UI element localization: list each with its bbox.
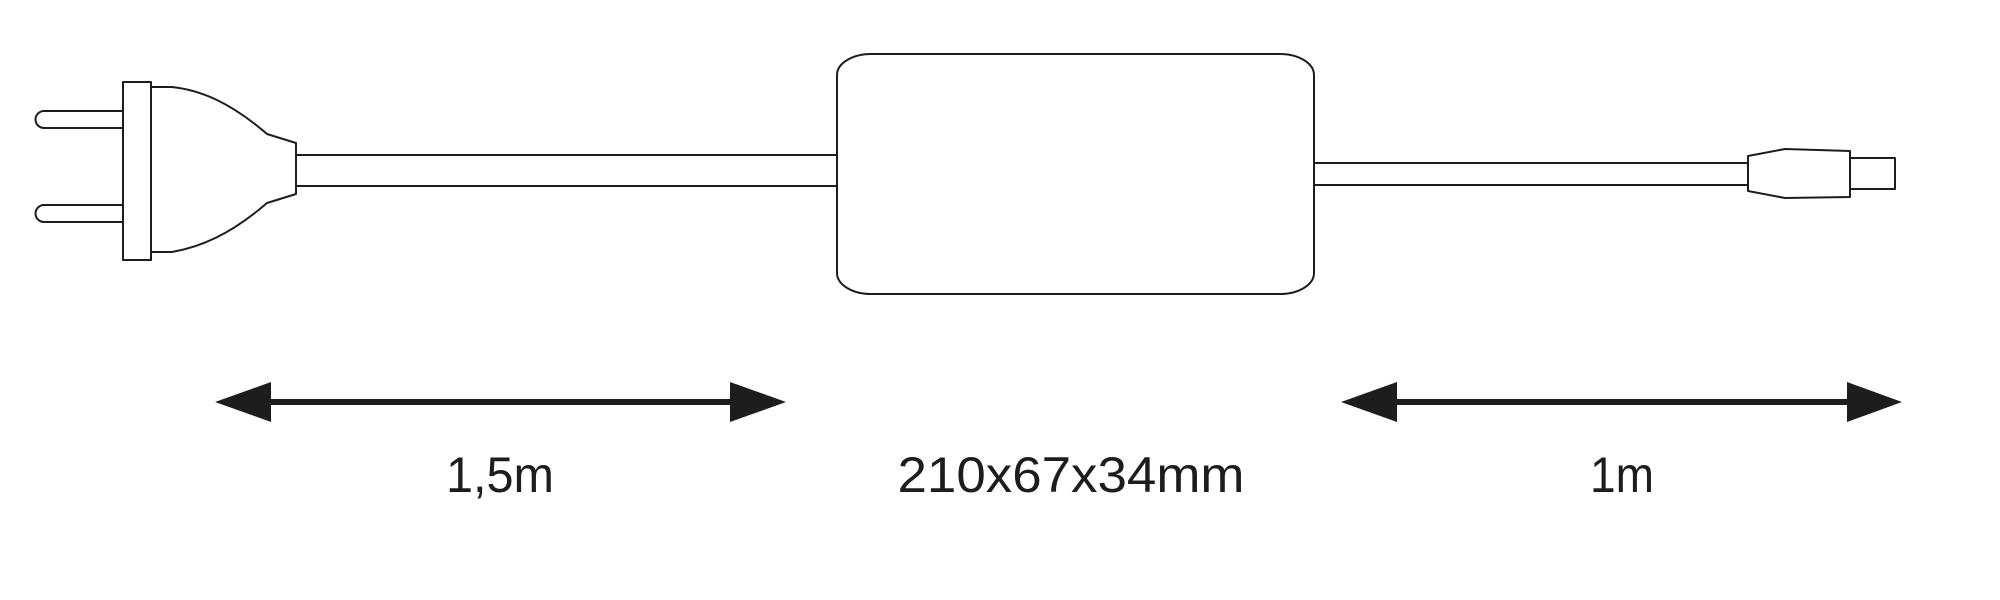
output-cable-length-label: 1m bbox=[1590, 447, 1654, 503]
power-supply-housing bbox=[836, 53, 1315, 295]
connector-tip bbox=[1849, 157, 1896, 190]
plug-body bbox=[150, 86, 297, 253]
connector-body bbox=[1747, 148, 1851, 199]
output-cable bbox=[1313, 162, 1749, 186]
euro-plug-icon bbox=[34, 81, 297, 261]
dc-connector-icon bbox=[1747, 148, 1896, 199]
arrow-shaft bbox=[1390, 399, 1854, 405]
plug-prong-top bbox=[34, 110, 124, 129]
arrow-shaft bbox=[265, 399, 735, 405]
housing-dimensions-label: 210x67x34mm bbox=[898, 447, 1245, 503]
arrow-head-left bbox=[1341, 382, 1397, 422]
plug-prong-bottom bbox=[34, 204, 124, 223]
arrow-head-right bbox=[1847, 382, 1902, 422]
double-arrow-icon-output bbox=[1341, 382, 1902, 422]
double-arrow-icon-input bbox=[215, 382, 786, 422]
arrow-head-left bbox=[215, 382, 271, 422]
arrow-head-right bbox=[730, 382, 786, 422]
input-cable bbox=[295, 154, 838, 187]
plug-plate bbox=[122, 81, 152, 261]
input-cable-length-label: 1,5m bbox=[446, 447, 554, 503]
